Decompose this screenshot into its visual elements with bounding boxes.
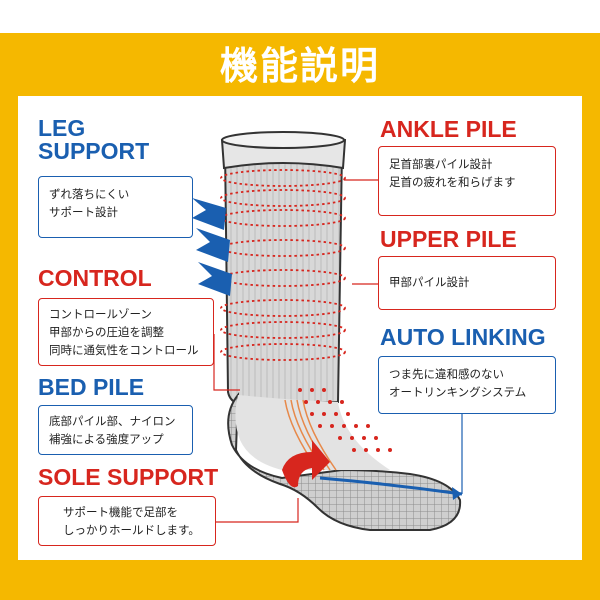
upper-pile-description: 甲部パイル設計 <box>378 256 556 310</box>
auto-linking-heading: AUTO LINKING <box>380 324 546 350</box>
ankle-pile-heading: ANKLE PILE <box>380 116 517 142</box>
leg-support-heading: LEG SUPPORT <box>38 115 150 164</box>
sole-support-heading: SOLE SUPPORT <box>38 464 219 490</box>
curved-arrow-icon <box>282 440 330 488</box>
page-title: 機能説明 <box>219 44 380 88</box>
auto-linking-description: つま先に違和感のない オートリンキングシステム <box>378 356 556 414</box>
bed-pile-description: 底部パイル部、ナイロン 補強による強度アップ <box>38 405 193 455</box>
double-arrow-icon <box>319 476 463 496</box>
control-description: コントロールゾーン 甲部からの圧迫を調整 同時に通気性をコントロール <box>38 298 214 366</box>
upper-pile-heading: UPPER PILE <box>380 226 517 252</box>
control-heading: CONTROL <box>38 265 152 291</box>
leg-support-description: ずれ落ちにくい サポート設計 <box>38 176 193 238</box>
sole-support-description: サポート機能で足部を しっかりホールドします。 <box>38 496 216 546</box>
sock-foot <box>227 392 462 531</box>
bed-pile-heading: BED PILE <box>38 374 145 400</box>
chevron-arrow-icon <box>192 198 232 296</box>
ankle-pile-description: 足首部裏パイル設計 足首の疲れを和らげます <box>378 146 556 216</box>
upper-pile-dots <box>298 388 392 452</box>
leader-lines <box>213 179 378 523</box>
